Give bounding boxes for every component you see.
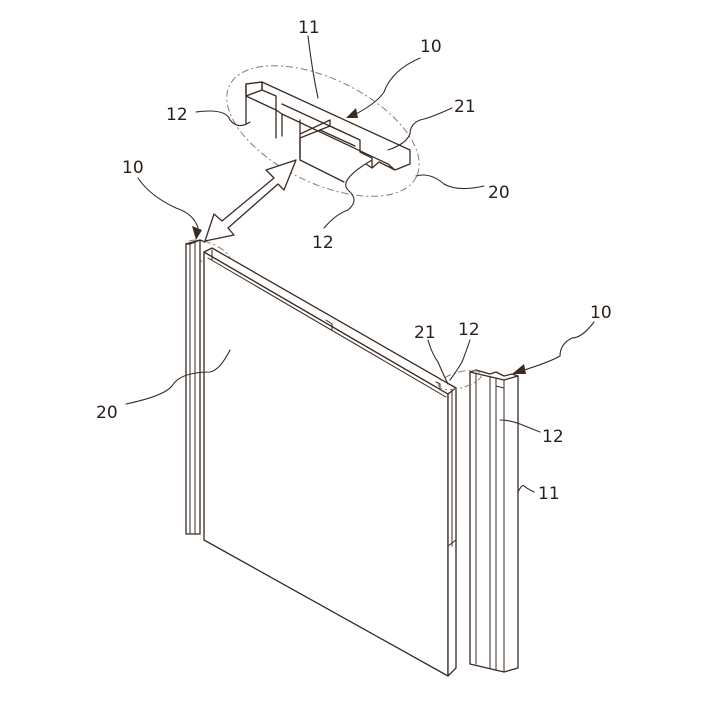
leader-lines	[125, 35, 595, 493]
arrowhead-top-10	[346, 108, 358, 118]
label-top-12-bottom: 12	[312, 233, 334, 253]
left-rail	[185, 239, 206, 535]
label-right-10: 10	[590, 303, 612, 323]
arrowhead-left-10	[192, 226, 202, 240]
main-panel	[203, 247, 457, 677]
detail-top-face	[245, 81, 411, 171]
label-right-12-top: 12	[458, 320, 480, 340]
right-dashed-ellipse	[438, 369, 482, 391]
label-panel-20: 20	[96, 403, 118, 423]
label-top-21: 21	[454, 97, 476, 117]
reference-labels: 11 10 12 21 20 12 10 20 21 12 10 12 11	[96, 18, 612, 504]
label-left-10: 10	[122, 158, 144, 178]
detail-rail-slot	[281, 103, 373, 169]
detail-view	[226, 65, 420, 197]
right-rail	[469, 369, 519, 673]
label-top-11: 11	[298, 18, 320, 38]
label-right-21: 21	[414, 323, 436, 343]
label-top-20: 20	[488, 183, 510, 203]
zoom-arrow	[204, 159, 297, 242]
label-right-11: 11	[538, 484, 560, 504]
label-top-10: 10	[420, 37, 442, 57]
label-top-12-left: 12	[166, 105, 188, 125]
detail-dashed-ellipse	[226, 65, 420, 197]
arrowhead-right-10	[512, 364, 526, 374]
detail-panel-edge	[299, 129, 356, 183]
label-right-12: 12	[542, 427, 564, 447]
